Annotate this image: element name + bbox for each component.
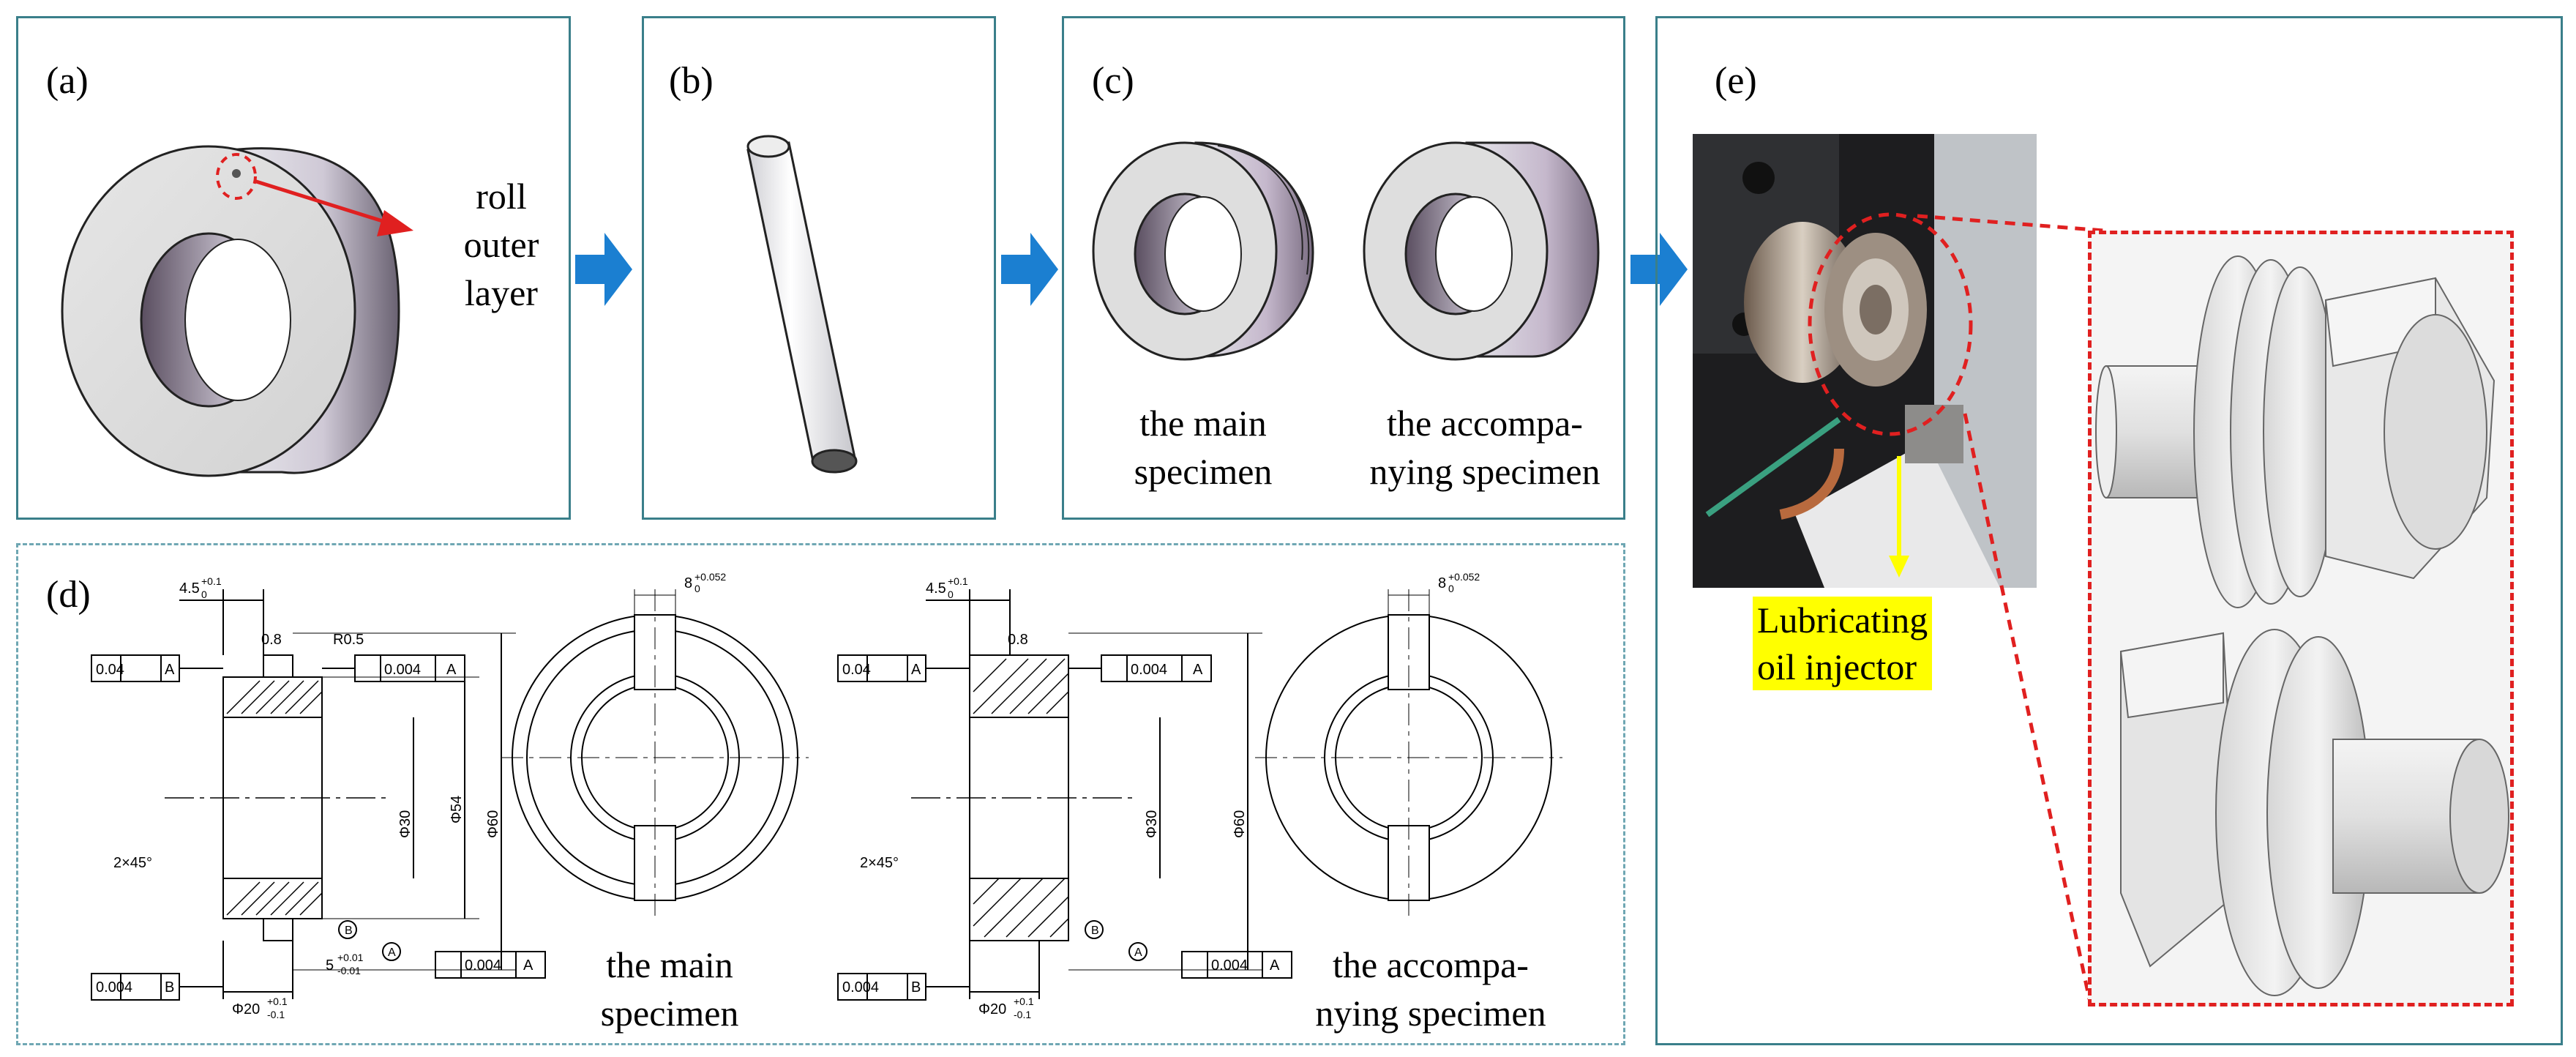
acc-dim-perp-tol-right: 0.004 (1131, 662, 1167, 678)
acc-dim-dia20-tol: +0.1 (1014, 996, 1034, 1007)
acc-dim-chamfer: 2×45° (860, 855, 899, 871)
dim-width-top-tol: +0.1 (201, 575, 222, 587)
main-specimen-section-drawing: 4.5 +0.1 0 0.8 R0.5 0.04 A 0.004 A 2×45°… (91, 575, 546, 1020)
dim-par-tol: 0.004 (96, 979, 132, 996)
dim-dia20-tol2: -0.1 (267, 1009, 285, 1020)
dim-slot-tol-acc: +0.052 (1448, 571, 1480, 583)
panel-a: (a) roll outer (16, 16, 571, 520)
acc-dim-datum-a-right: A (1193, 662, 1203, 678)
acc-dim-bore: Φ30 (1144, 810, 1160, 838)
dim-bore: Φ30 (397, 810, 413, 838)
acc-dim-runout-tol: 0.004 (1211, 957, 1248, 974)
main-specimen-drawing (1092, 141, 1314, 361)
dim-step-tol: +0.01 (337, 952, 364, 963)
zoom-detail-box (2088, 231, 2514, 1006)
panel-d: (d) (16, 543, 1625, 1045)
accompanying-specimen-front-view: 8 +0.052 0 (1255, 571, 1562, 919)
dim-slot-tol2-main: 0 (694, 583, 700, 594)
acc-dim-roughness: 0.8 (1008, 632, 1028, 648)
rollers-3d-model (2095, 255, 2509, 996)
flow-arrow-1 (575, 233, 632, 306)
acc-dim-par-tol: 0.004 (842, 979, 879, 996)
test-rig-photo (1693, 134, 2037, 588)
datum-a-marker: A (388, 946, 396, 959)
dim-slot-tol2-acc: 0 (1448, 583, 1454, 594)
flow-arrow-3 (1630, 233, 1688, 306)
dim-dia20-tol: +0.1 (267, 996, 288, 1007)
dim-width-top-tol2: 0 (201, 589, 207, 600)
acc-dim-datum-a-left: A (911, 662, 921, 678)
panel-b-label: (b) (669, 60, 714, 102)
accompanying-specimen-drawing (1363, 141, 1600, 361)
acc-dim-width-top-tol: +0.1 (948, 575, 968, 587)
flow-arrow-2 (1001, 233, 1058, 306)
accompanying-specimen-caption-c: the accompa- nying specimen (1369, 403, 1600, 492)
dim-roughness: 0.8 (261, 632, 282, 648)
datum-b-marker: B (345, 925, 353, 937)
acc-dim-datum-b: B (911, 979, 921, 996)
main-specimen-front-view: 8 +0.052 0 (501, 571, 809, 919)
accompanying-specimen-caption-d: the accompa- nying specimen (1315, 944, 1546, 1034)
dim-slot-tol-main: +0.052 (694, 571, 726, 583)
dim-radius: R0.5 (333, 632, 364, 648)
roll-outer-layer-caption: roll outer layer (463, 176, 539, 313)
dim-slot-main: 8 (684, 575, 692, 591)
acc-dim-dia60: Φ60 (1232, 810, 1248, 838)
acc-dim-width-top: 4.5 (926, 580, 946, 597)
acc-dim-width-top-tol2: 0 (948, 589, 954, 600)
lubricating-oil-injector-label: Lubricating oil injector (1753, 597, 1933, 690)
dim-step-tol2: -0.01 (337, 965, 361, 976)
panel-c: (c) the main specimen the accompa- nying… (1062, 16, 1625, 520)
dim-runout-tol: 0.004 (465, 957, 501, 974)
dim-perp-tol-right: 0.004 (384, 662, 421, 678)
accompanying-specimen-section-drawing: 4.5 +0.1 0 0.8 0.04 A 0.004 A 2×45° 0.00… (837, 575, 1292, 1020)
main-specimen-caption-c: the main specimen (1134, 403, 1273, 492)
dim-dia20: Φ20 (232, 1001, 260, 1017)
panel-a-label: (a) (46, 60, 89, 102)
dim-dia54: Φ54 (449, 796, 465, 823)
acc-datum-b-marker: B (1091, 925, 1099, 937)
acc-dim-runout-datum: A (1270, 957, 1280, 974)
acc-dim-perp-tol-left: 0.04 (842, 662, 871, 678)
acc-dim-dia20-tol2: -0.1 (1014, 1009, 1031, 1020)
dim-step: 5 (326, 957, 334, 974)
dim-dia60: Φ60 (485, 810, 501, 838)
zoom-connector-lines (1917, 214, 2105, 1000)
dim-runout-datum: A (523, 957, 533, 974)
panel-b: (b) (642, 16, 996, 520)
panel-e: (e) (1655, 16, 2563, 1045)
acc-dim-dia20: Φ20 (978, 1001, 1006, 1017)
dim-width-top: 4.5 (179, 580, 200, 597)
panel-e-label: (e) (1715, 60, 1757, 102)
dim-datum-a-right: A (446, 662, 457, 678)
panel-c-label: (c) (1092, 60, 1134, 102)
dim-slot-acc: 8 (1438, 575, 1446, 591)
dim-chamfer: 2×45° (113, 855, 152, 871)
dim-datum-b: B (165, 979, 174, 996)
dim-perp-tol-left: 0.04 (96, 662, 124, 678)
main-specimen-caption-d: the main specimen (600, 944, 739, 1034)
panel-d-label: (d) (46, 574, 91, 616)
rod-specimen-drawing (746, 135, 858, 474)
dim-datum-a-left: A (165, 662, 175, 678)
acc-datum-a-marker: A (1134, 946, 1142, 959)
roll-ring-drawing (61, 145, 413, 477)
